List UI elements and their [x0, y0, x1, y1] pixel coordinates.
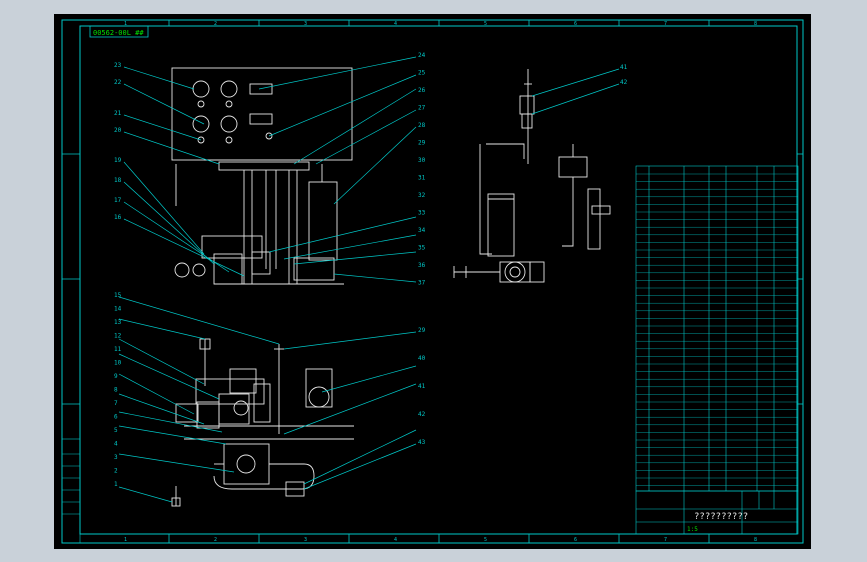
drawing-number-box [89, 25, 149, 38]
border-zone-number: 7 [664, 537, 667, 543]
callout-number: 36 [418, 262, 426, 269]
callout-number: 4 [114, 441, 118, 448]
callout-number: 37 [418, 280, 426, 287]
border-zone-number: 5 [484, 21, 487, 27]
callout-number: 42 [620, 79, 628, 86]
border-zone-number: 4 [394, 21, 397, 27]
outer-border [61, 19, 804, 544]
callout-number: 30 [418, 157, 426, 164]
callout-number: 5 [114, 427, 118, 434]
border-zone-number: 5 [484, 537, 487, 543]
cad-drawing: 00562-00L ## [61, 19, 804, 544]
callout-number: 42 [418, 411, 426, 418]
callout-number: 21 [114, 110, 122, 117]
callout-number: 35 [418, 245, 426, 252]
callout-number: 20 [114, 127, 122, 134]
callout-number: 10 [114, 360, 122, 367]
callout-number: 17 [114, 197, 122, 204]
callout-number: 34 [418, 227, 426, 234]
callout-number: 11 [114, 346, 122, 353]
callout-number: 40 [418, 355, 426, 362]
drawing-title: ?????????? [694, 512, 748, 522]
border-zone-number: 7 [664, 21, 667, 27]
cad-viewport[interactable]: 00562-00L ## [54, 14, 811, 549]
callout-number: 31 [418, 175, 426, 182]
callout-number: 16 [114, 214, 122, 221]
callout-number: 26 [418, 87, 426, 94]
callout-number: 23 [114, 62, 122, 69]
title-block [635, 490, 799, 535]
side-view-assembly [453, 69, 611, 283]
callout-number: 6 [114, 414, 118, 421]
callout-number: 12 [114, 333, 122, 340]
callout-number: 32 [418, 192, 426, 199]
inner-border [79, 25, 798, 535]
border-zone-number: 8 [754, 21, 757, 27]
callout-number: 15 [114, 292, 122, 299]
callout-number: 24 [418, 52, 426, 59]
border-zone-number: 2 [214, 21, 217, 27]
callout-number: 9 [114, 373, 118, 380]
callout-number: 3 [114, 454, 118, 461]
parts-list [635, 165, 799, 492]
callout-number: 1 [114, 481, 118, 488]
plan-view-assembly [171, 338, 354, 507]
callout-number: 8 [114, 387, 118, 394]
callout-number: 7 [114, 400, 118, 407]
border-zone-number: 4 [394, 537, 397, 543]
parts-list-rows [636, 173, 798, 486]
callout-number: 41 [418, 383, 426, 390]
callout-number: 29 [418, 140, 426, 147]
border-zone-number: 3 [304, 21, 307, 27]
border-zone-number: 1 [124, 537, 127, 543]
front-view-assembly [171, 67, 353, 285]
callout-number: 29 [418, 327, 426, 334]
border-ticks [62, 20, 803, 543]
callout-number: 33 [418, 210, 426, 217]
leader-lines [118, 56, 620, 503]
callout-number: 2 [114, 468, 118, 475]
callout-number: 18 [114, 177, 122, 184]
callout-number: 14 [114, 306, 122, 313]
border-zone-number: 1 [124, 21, 127, 27]
callout-number: 43 [418, 439, 426, 446]
drawing-scale: 1:5 [687, 526, 698, 533]
callout-number: 28 [418, 122, 426, 129]
border-zone-number: 3 [304, 537, 307, 543]
callout-number: 25 [418, 70, 426, 77]
callout-number: 22 [114, 79, 122, 86]
border-zone-number: 6 [574, 21, 577, 27]
callout-number: 19 [114, 157, 122, 164]
revision-strip [61, 438, 81, 544]
border-zone-number: 8 [754, 537, 757, 543]
drawing-number: 00562-00L ## [93, 29, 144, 37]
callout-number: 13 [114, 319, 122, 326]
callout-number: 27 [418, 105, 426, 112]
callout-number: 41 [620, 64, 628, 71]
border-zone-number: 2 [214, 537, 217, 543]
border-zone-number: 6 [574, 537, 577, 543]
